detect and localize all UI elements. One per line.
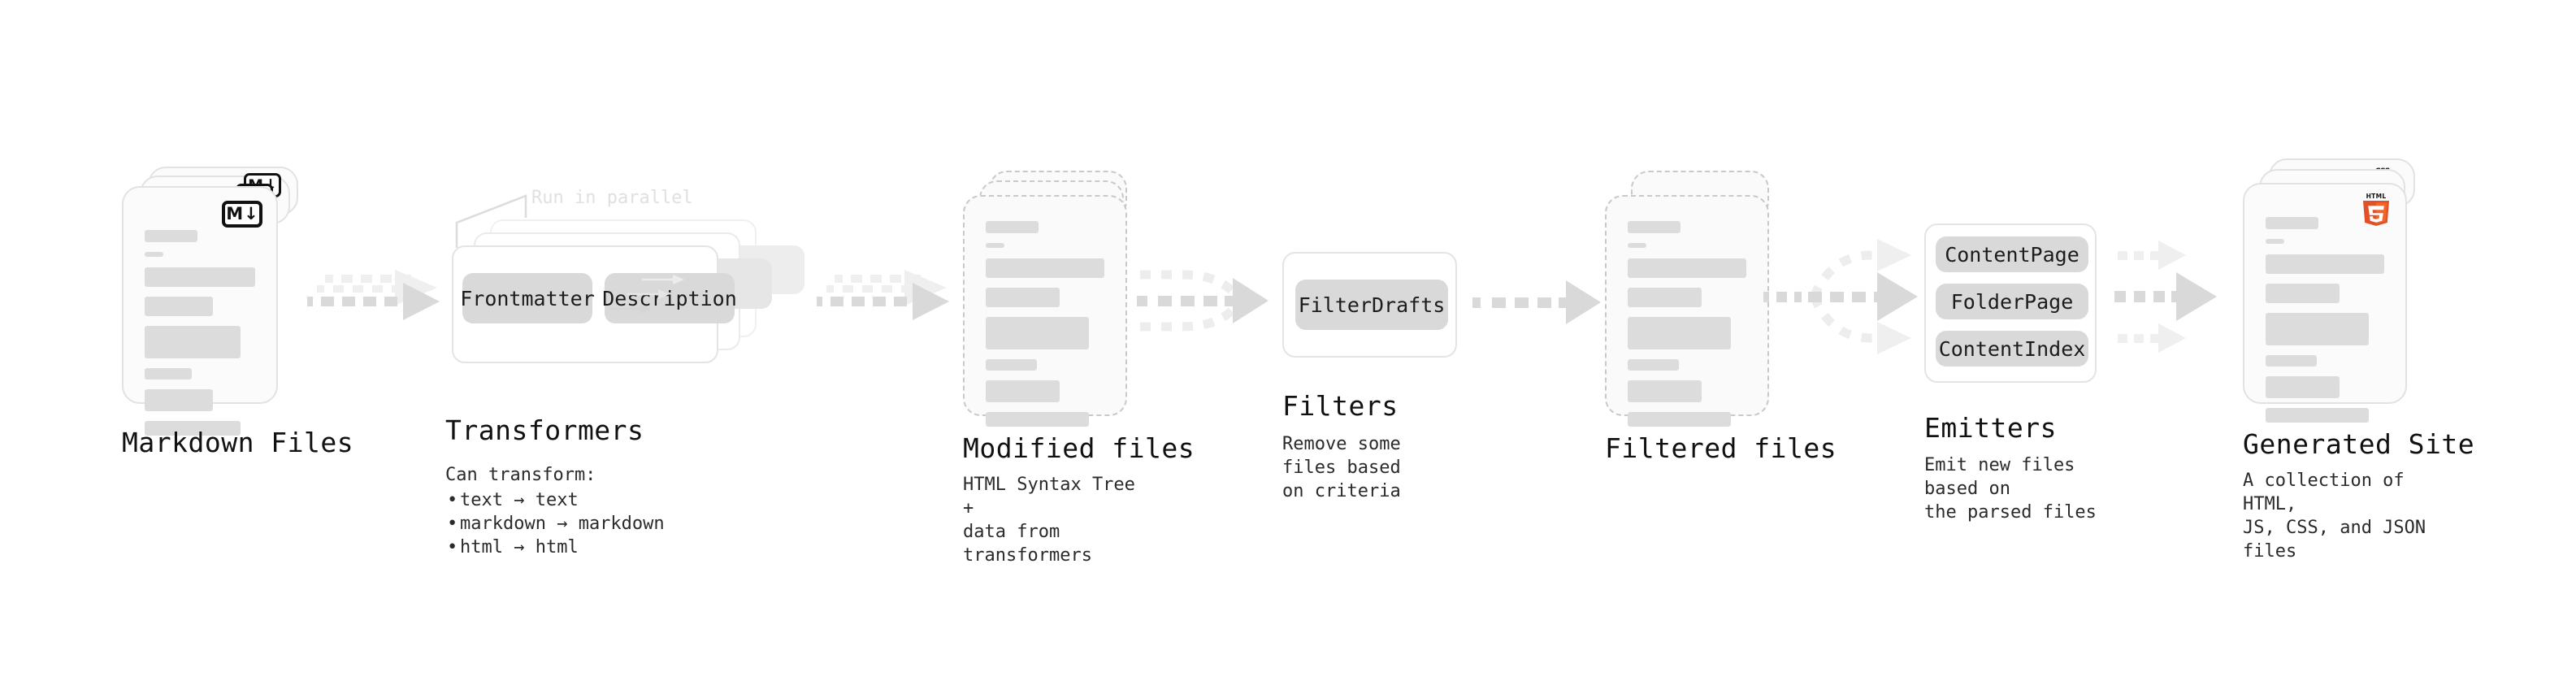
markdown-badge-arrow: ↓: [244, 204, 258, 223]
content-bar: [1628, 317, 1732, 349]
stage-subtitle-emitters: Emit new files based on the parsed files: [1924, 455, 2097, 523]
stage-title-markdown-files: Markdown Files: [122, 427, 354, 458]
content-bar: [2266, 408, 2370, 423]
chip-contentindex[interactable]: ContentIndex: [1936, 331, 2088, 367]
stage-filtered-files: Filtered files: [1605, 171, 1837, 464]
content-bar: [986, 317, 1090, 349]
transformers-bullet-list: text → text markdown → markdown html → h…: [445, 488, 665, 559]
transformer-panel-front: Frontmatter Description: [452, 245, 737, 363]
svg-text:HTML: HTML: [2366, 193, 2387, 200]
content-bar: [986, 288, 1060, 307]
stage-title-modified-files: Modified files: [963, 432, 1195, 464]
stage-filters: FilterDrafts Filters Remove some files b…: [1282, 252, 1457, 501]
stage-title-emitters: Emitters: [1924, 412, 2057, 444]
content-bar: [1628, 243, 1646, 248]
content-bar: [1628, 221, 1680, 233]
chip-contentpage[interactable]: ContentPage: [1936, 236, 2088, 272]
html5-logo-icon: HTML: [2363, 193, 2389, 226]
stage-subtitle-generated-site: A collection of HTML, JS, CSS, and JSON …: [2243, 471, 2426, 562]
generated-site-stack: CSS HTML: [2243, 158, 2430, 423]
connector-modified-to-filters: [1137, 270, 1268, 332]
run-in-parallel-label: Run in parallel: [531, 188, 693, 208]
markdown-badge-icon: M↓: [222, 201, 262, 228]
filtered-card-front: [1605, 195, 1769, 427]
bullet-item: html → html: [447, 536, 665, 559]
content-bar: [2266, 376, 2340, 398]
stage-subtitle-modified-files: HTML Syntax Tree + data from transformer…: [963, 475, 1135, 566]
content-bar: [2266, 284, 2340, 303]
content-bar: [1628, 359, 1679, 371]
stage-markdown-files: M↓ M↓ M↓ Mark: [122, 167, 353, 458]
content-bar: [2266, 217, 2318, 229]
stage-title-generated-site: Generated Site: [2243, 428, 2475, 460]
stage-title-filtered-files: Filtered files: [1605, 432, 1837, 464]
bullet-item: text → text: [447, 488, 665, 512]
modified-card-front: [963, 195, 1127, 427]
connector-filters-to-filtered: [1472, 280, 1601, 324]
site-card-content: [2266, 217, 2384, 423]
transformers-bullets-head: Can transform:: [445, 465, 596, 485]
markdown-card-content: [145, 230, 255, 436]
connector-md-to-transformers: [307, 270, 440, 320]
content-bar: [1628, 288, 1702, 307]
site-card-front: HTML: [2243, 183, 2407, 423]
content-bar: [145, 368, 193, 380]
content-bar: [1628, 412, 1732, 427]
content-bar: [145, 297, 214, 316]
content-bar: [986, 221, 1039, 233]
chip-frontmatter[interactable]: Frontmatter: [460, 273, 595, 323]
content-bar: [986, 243, 1004, 248]
emitters-panel: ContentPage FolderPage ContentIndex: [1924, 223, 2097, 383]
bullet-item: markdown → markdown: [447, 512, 665, 536]
filtered-card-content: [1628, 221, 1746, 427]
stage-emitters: ContentPage FolderPage ContentIndex Emit…: [1924, 223, 2097, 523]
content-bar: [145, 230, 197, 242]
stage-modified-files: Modified files HTML Syntax Tree + data f…: [963, 171, 1195, 566]
content-bar: [2266, 254, 2384, 274]
content-bar: [986, 359, 1037, 371]
modified-file-stack: [963, 171, 1142, 427]
stage-subtitle-filters: Remove some files based on criteria: [1282, 434, 1401, 502]
stage-title-transformers: Transformers: [445, 414, 644, 446]
filtered-file-stack: [1605, 171, 1784, 427]
content-bar: [986, 412, 1090, 427]
chip-folderpage[interactable]: FolderPage: [1936, 284, 2088, 319]
content-bar: [1628, 258, 1746, 278]
markdown-file-stack: M↓ M↓ M↓: [122, 167, 309, 436]
transformers-bullets: Can transform: text → text markdown → ma…: [445, 463, 665, 559]
content-bar: [145, 252, 163, 257]
chip-description[interactable]: Description: [602, 273, 737, 323]
filters-panel: FilterDrafts: [1282, 252, 1457, 358]
content-bar: [2266, 239, 2284, 244]
stage-title-filters: Filters: [1282, 390, 1399, 422]
content-bar: [145, 421, 241, 436]
markdown-badge-m: M: [226, 204, 244, 223]
connector-filtered-to-emitters: [1763, 239, 1918, 354]
content-bar: [145, 389, 214, 411]
chip-filterdrafts[interactable]: FilterDrafts: [1295, 280, 1448, 330]
content-bar: [2266, 313, 2370, 345]
stage-generated-site: CSS HTML: [2243, 158, 2474, 562]
content-bar: [145, 326, 241, 358]
content-bar: [145, 267, 255, 287]
connector-transformers-to-modified: [817, 270, 949, 320]
content-bar: [2266, 355, 2317, 367]
content-bar: [986, 258, 1104, 278]
content-bar: [1628, 380, 1702, 402]
content-bar: [986, 380, 1060, 402]
markdown-card-front: M↓: [122, 186, 278, 436]
modified-card-content: [986, 221, 1104, 427]
